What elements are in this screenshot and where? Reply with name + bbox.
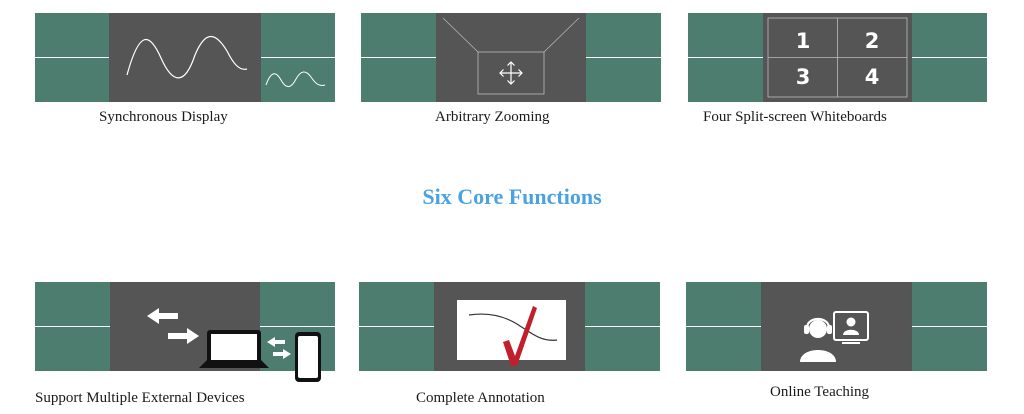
feature-external-devices <box>35 282 335 382</box>
feature-complete-annotation <box>359 282 660 371</box>
complete-annotation-illustration <box>359 282 660 371</box>
sine-wave-icon <box>126 35 248 79</box>
swap-arrows-icon <box>147 308 199 344</box>
caption-synchronous-display: Synchronous Display <box>99 109 228 125</box>
feature-online-teaching <box>686 282 987 371</box>
feature-four-split-screen: 1 2 3 4 <box>688 13 987 102</box>
quadrant-1: 1 <box>796 29 811 53</box>
feature-synchronous-display <box>35 13 335 102</box>
synchronous-display-illustration <box>35 13 335 102</box>
sine-wave-small-icon <box>265 71 326 88</box>
quadrant-4: 4 <box>865 65 880 89</box>
section-heading: Six Core Functions <box>422 184 602 209</box>
external-devices-illustration <box>35 282 335 382</box>
caption-online-teaching: Online Teaching <box>770 384 870 400</box>
quadrant-2: 2 <box>865 29 880 53</box>
quadrant-3: 3 <box>796 65 811 89</box>
caption-complete-annotation: Complete Annotation <box>416 390 545 406</box>
four-split-screen-illustration: 1 2 3 4 <box>688 13 987 102</box>
laptop-phone-icon <box>199 330 321 382</box>
teacher-headset-icon <box>800 311 869 362</box>
caption-four-split-screen: Four Split-screen Whiteboards <box>703 109 887 125</box>
arbitrary-zooming-illustration <box>361 13 661 102</box>
checkmark-icon <box>503 306 537 366</box>
move-arrows-icon <box>499 61 523 85</box>
caption-arbitrary-zooming: Arbitrary Zooming <box>435 109 550 125</box>
caption-external-devices: Support Multiple External Devices <box>35 390 245 406</box>
online-teaching-illustration <box>686 282 987 371</box>
feature-arbitrary-zooming <box>361 13 661 102</box>
